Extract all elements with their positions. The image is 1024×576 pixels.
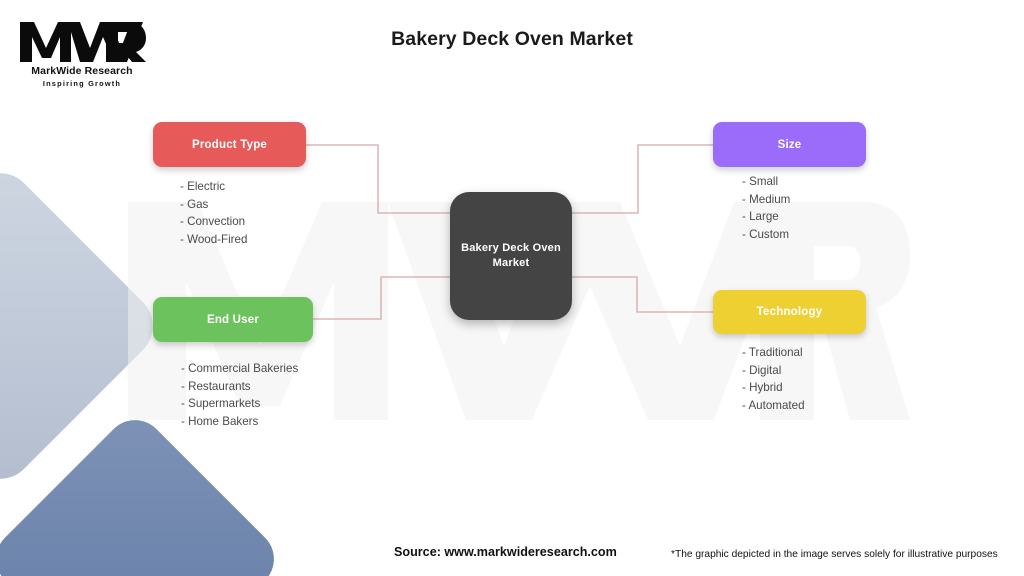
connector-size (572, 144, 713, 214)
list-item: - Gas (180, 197, 209, 211)
list-item: - Commercial Bakeries (181, 362, 299, 375)
logo-mark-icon (20, 22, 146, 62)
logo-tagline: Inspiring Growth (42, 79, 122, 88)
node-technology[interactable]: Technology (713, 290, 866, 334)
list-item: - Home Bakers (181, 414, 259, 428)
connector-product-type (306, 144, 450, 214)
list-item: - Custom (742, 227, 790, 241)
list-item: - Automated (742, 398, 805, 412)
connector-technology (572, 276, 713, 313)
node-end-user[interactable]: End User (153, 297, 313, 342)
list-item: - Hybrid (742, 381, 783, 394)
list-item: - Electric (180, 180, 226, 193)
node-center[interactable]: Bakery Deck Oven Market (450, 192, 572, 320)
footer-source: Source: www.markwideresearch.com (394, 545, 617, 559)
items-technology: - Traditional - Digital - Hybrid - Autom… (742, 344, 805, 414)
items-size: - Small - Medium - Large - Custom (742, 173, 790, 243)
list-item: - Supermarkets (181, 397, 261, 410)
items-end-user: - Commercial Bakeries - Restaurants - Su… (181, 360, 298, 430)
list-item: - Digital (742, 363, 782, 377)
node-size[interactable]: Size (713, 122, 866, 167)
list-item: - Small (742, 175, 779, 188)
logo-company-name: MarkWide Research (31, 65, 133, 77)
list-item: - Restaurants (181, 379, 251, 393)
list-item: - Traditional (742, 346, 803, 359)
list-item: - Medium (742, 192, 791, 206)
items-product-type: - Electric - Gas - Convection - Wood-Fir… (180, 178, 247, 248)
list-item: - Wood-Fired (180, 232, 248, 246)
brand-logo: MarkWide Research Inspiring Growth (18, 20, 146, 88)
list-item: - Convection (180, 215, 246, 228)
list-item: - Large (742, 210, 779, 223)
page-title: Bakery Deck Oven Market (391, 28, 633, 50)
connector-end-user (313, 276, 450, 320)
footer-disclaimer: *The graphic depicted in the image serve… (671, 549, 998, 560)
node-product-type[interactable]: Product Type (153, 122, 306, 167)
